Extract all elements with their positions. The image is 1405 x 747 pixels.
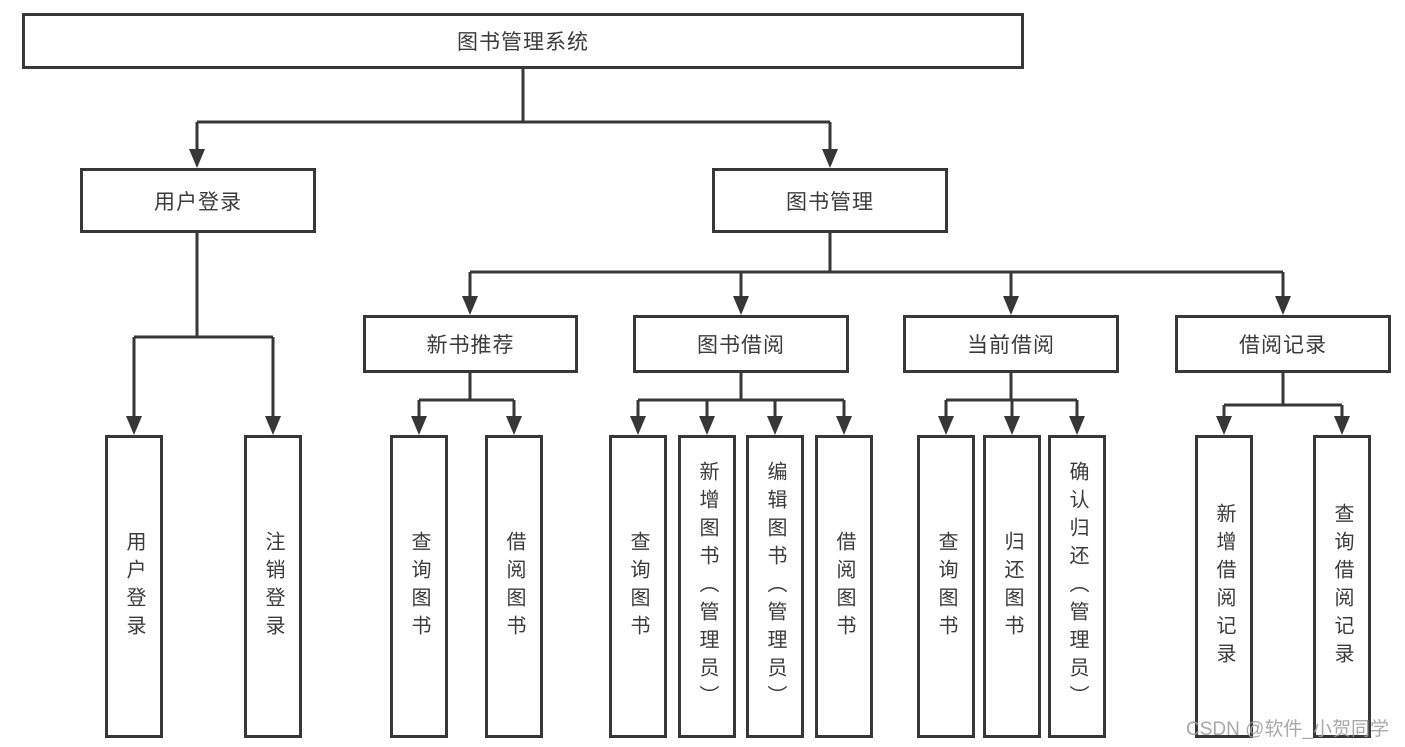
leaf-borrow-books: 借阅图书	[815, 435, 873, 738]
leaf-return-books: 归还图书	[983, 435, 1041, 738]
node-root-system: 图书管理系统	[22, 13, 1024, 69]
node-borrowing-records: 借阅记录	[1175, 315, 1391, 373]
watermark: CSDN @软件_小贺同学	[1186, 719, 1389, 740]
leaf-query-books-borrow: 查询图书	[609, 435, 667, 738]
node-book-management: 图书管理	[712, 168, 948, 233]
leaf-query-books-recommend: 查询图书	[390, 435, 448, 738]
leaf-logout: 注销登录	[244, 435, 302, 738]
leaf-user-login: 用户登录	[105, 435, 163, 738]
leaf-add-books-admin: 新增图书（管理员）	[678, 435, 736, 738]
leaf-edit-books-admin: 编辑图书（管理员）	[746, 435, 804, 738]
node-book-borrowing: 图书借阅	[633, 315, 849, 373]
node-current-borrowing: 当前借阅	[903, 315, 1119, 373]
leaf-add-borrow-record: 新增借阅记录	[1195, 435, 1253, 738]
leaf-query-books-current: 查询图书	[917, 435, 975, 738]
leaf-confirm-return-admin: 确认归还（管理员）	[1048, 435, 1106, 738]
node-new-book-recommend: 新书推荐	[363, 315, 578, 373]
node-user-login: 用户登录	[80, 168, 316, 233]
leaf-query-borrow-record: 查询借阅记录	[1313, 435, 1371, 738]
leaf-borrow-books-recommend: 借阅图书	[485, 435, 543, 738]
arrowhead-icons	[126, 149, 1350, 435]
